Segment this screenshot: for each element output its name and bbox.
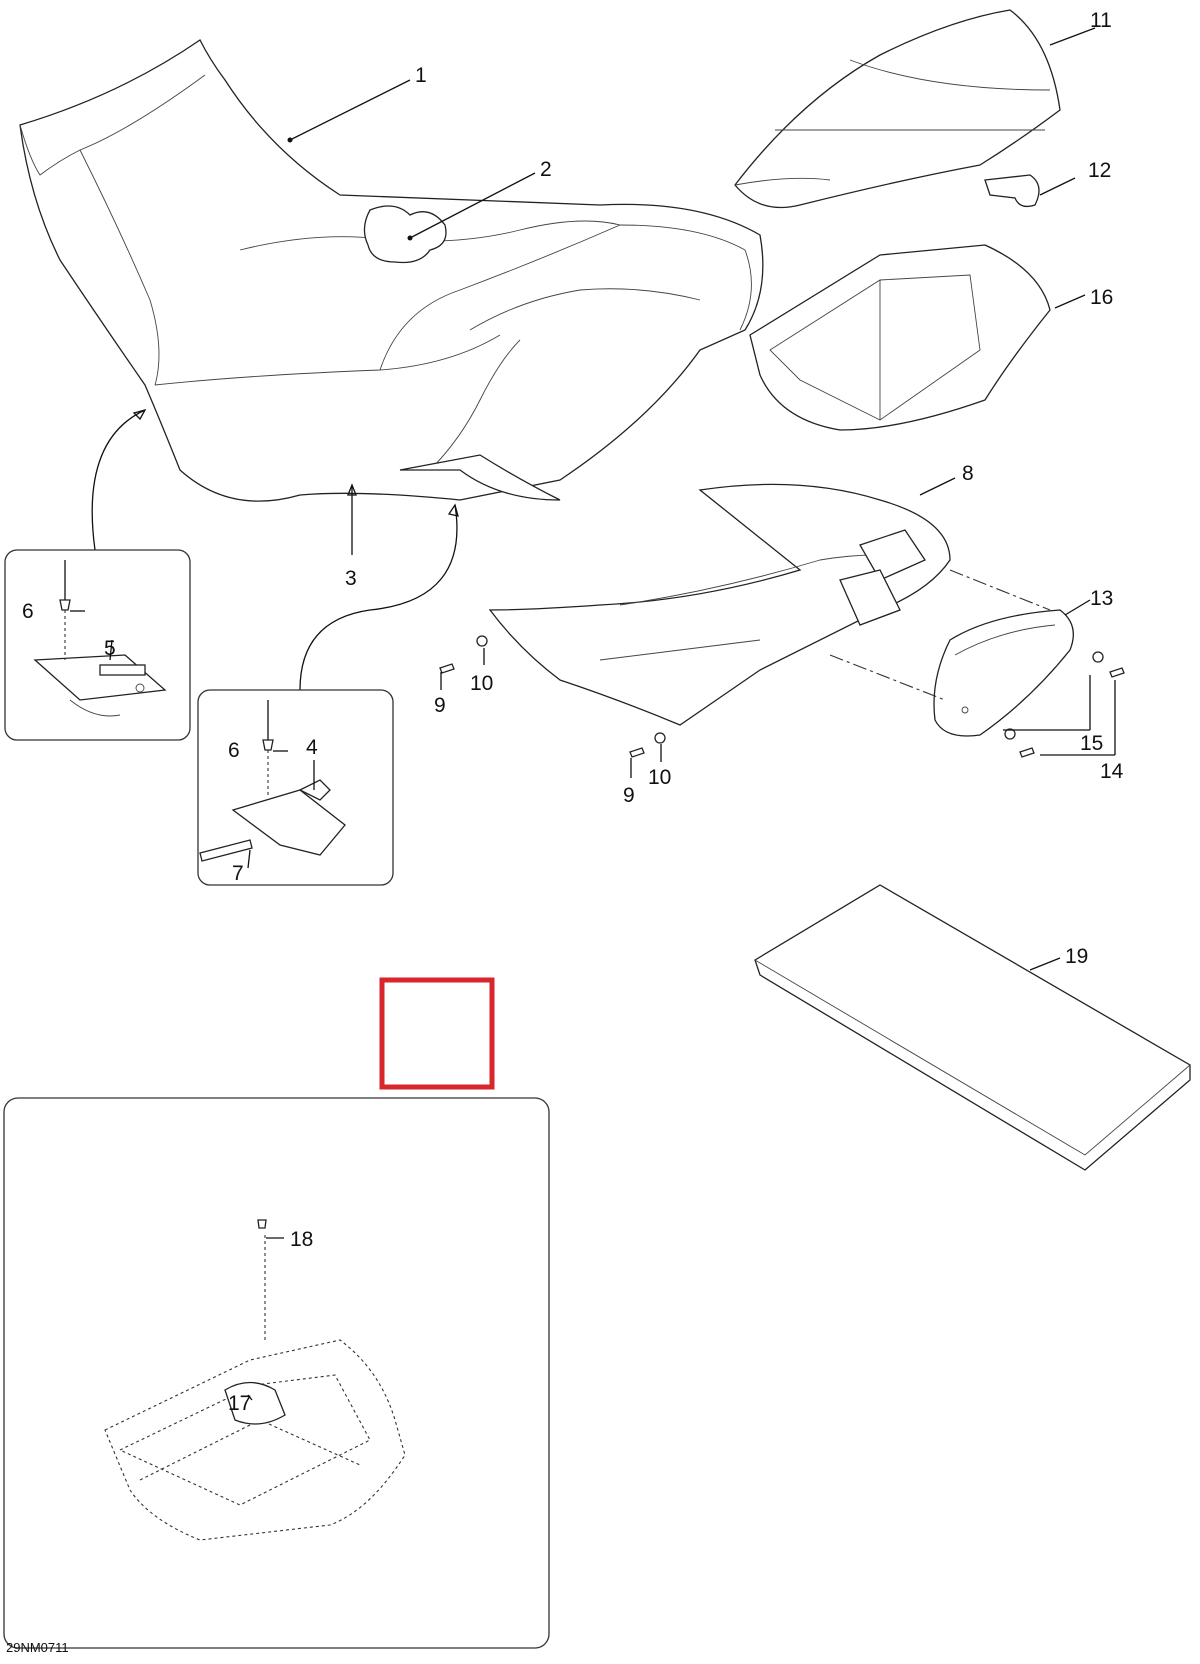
callout-19: 19 <box>1065 945 1088 968</box>
callout-leaders <box>70 27 1116 1401</box>
hardware <box>439 635 1125 758</box>
inset-part-17 <box>3 1097 550 1649</box>
callout-7: 7 <box>232 862 244 885</box>
callout-11: 11 <box>1090 9 1112 32</box>
callout-9b: 9 <box>623 784 635 807</box>
callout-4: 4 <box>306 736 318 759</box>
drawing-code: 29NM0711 <box>6 1640 69 1655</box>
seat-leaders <box>91 79 536 691</box>
callout-12: 12 <box>1088 159 1111 182</box>
callout-labels: 1 2 3 4 5 6 6 7 8 9 10 9 10 11 12 13 14 … <box>22 9 1124 1415</box>
callout-1: 1 <box>415 64 427 87</box>
chain-lines <box>264 569 1051 1340</box>
part-11-cover <box>734 9 1061 209</box>
callout-18: 18 <box>290 1228 313 1251</box>
callout-17: 17 <box>228 1392 251 1415</box>
callout-6b: 6 <box>228 739 240 762</box>
callout-9a: 9 <box>434 694 446 717</box>
callout-15: 15 <box>1080 732 1103 755</box>
part-12-clip <box>984 174 1040 208</box>
callout-14: 14 <box>1100 760 1124 783</box>
highlight-box <box>379 977 495 1090</box>
part-19-mat <box>754 884 1191 1171</box>
callout-10a: 10 <box>470 672 493 695</box>
callout-2: 2 <box>540 158 552 181</box>
callout-16: 16 <box>1090 286 1113 309</box>
callout-3: 3 <box>345 567 357 590</box>
inset-part-4 <box>197 689 394 886</box>
callout-6a: 6 <box>22 600 34 623</box>
part-13-lens <box>933 609 1074 737</box>
callout-8: 8 <box>962 462 974 485</box>
seat-assembly <box>19 39 764 502</box>
callout-5: 5 <box>104 637 116 660</box>
part-8-guard <box>488 483 951 726</box>
callout-10b: 10 <box>648 766 671 789</box>
inset-part-5 <box>4 549 191 741</box>
part-16-tray <box>749 244 1051 431</box>
callout-13: 13 <box>1090 587 1113 610</box>
